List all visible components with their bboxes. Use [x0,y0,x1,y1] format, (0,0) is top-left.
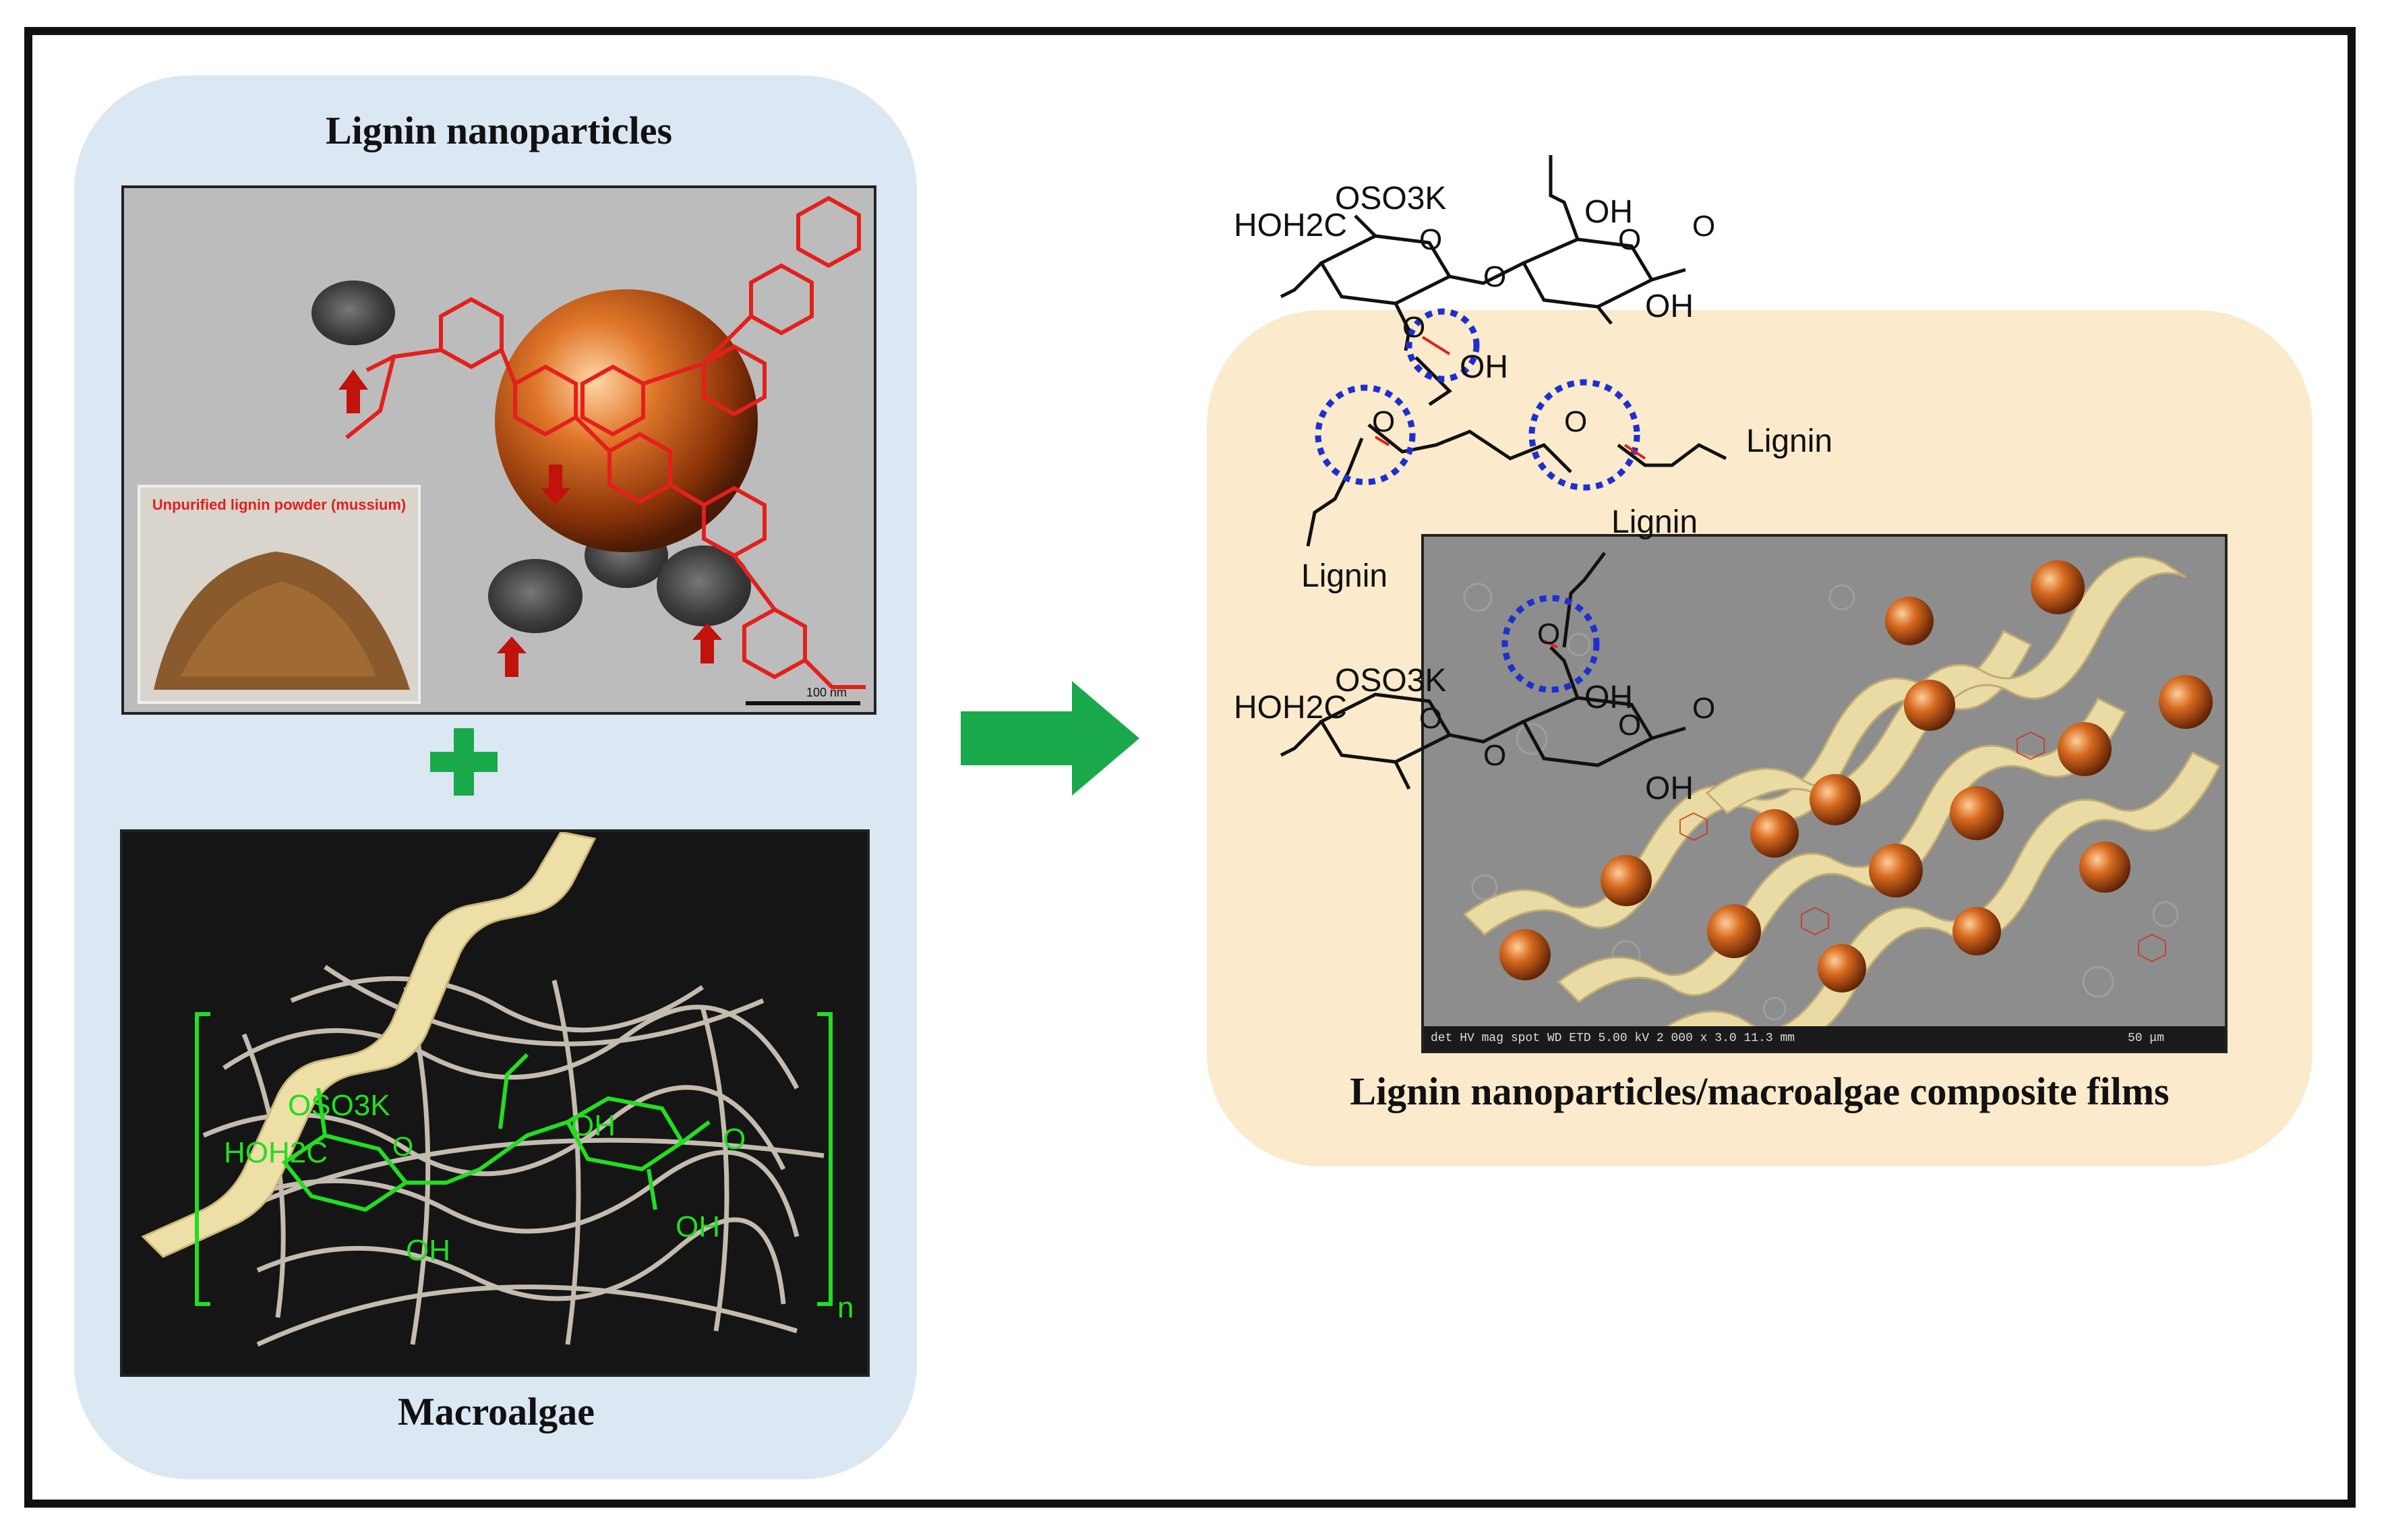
nanoparticle-small [311,280,395,345]
nanoparticle-cluster-a [488,559,583,633]
algae-labels: OSO3K HOH2C O OH O OH OH n [224,1089,854,1324]
algae-label-o-ring: O [392,1132,413,1162]
algae-label-oh-1: OH [406,1234,450,1267]
lignin-structure [345,196,866,689]
orange-sphere [495,289,758,552]
composite-films-title: Lignin nanoparticles/macroalgae composit… [1350,1069,2170,1113]
algae-label-oh-top: OH [571,1109,616,1142]
macroalgae-photo: OSO3K HOH2C O OH O OH OH n [120,829,870,1377]
algae-label-oh-2: OH [676,1210,720,1243]
sem-info-bar: det HV mag spot WD ETD 5.00 kV 2 000 x 3… [1424,1026,2225,1050]
macroalgae-graphics [123,832,867,1374]
nanoparticle-cluster-c [657,545,751,626]
algae-label-repeat-n: n [837,1291,854,1324]
sem-graphics [1424,537,2225,1050]
powder-label: Unpurified lignin powder (mussium) [152,496,407,513]
lignin-powder-photo: Unpurified lignin powder (mussium) [138,485,421,704]
lignin-nanoparticles-title: Lignin nanoparticles [325,109,673,152]
scale-label: 100 nm [806,686,847,699]
composite-sem-image: det HV mag spot WD ETD 5.00 kV 2 000 x 3… [1421,534,2228,1053]
sem-scale-label: 50 μm [2127,1032,2164,1045]
composite-spheres [1499,560,2213,993]
scale-bar [746,701,860,705]
sem-lignin-fragments [1679,731,2166,963]
powder-graphic [140,487,418,701]
algae-label-oso3k: OSO3K [288,1089,390,1122]
ribbon [141,832,597,1258]
macroalgae-title: Macroalgae [397,1390,595,1433]
algae-label-hoh2c: HOH2C [224,1136,328,1169]
lignin-nanoparticles-tem-image: Unpurified lignin powder (mussium) 100 n… [121,185,876,715]
agarose-structure [195,1012,833,1306]
arrow-markers [338,369,722,677]
algae-label-o-end: O [723,1123,746,1156]
